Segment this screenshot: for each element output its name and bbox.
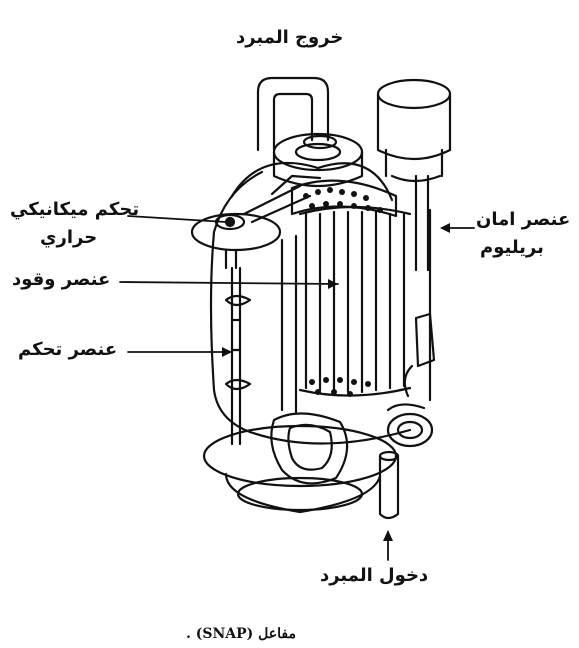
label-thermal-control-line1: تحكم ميكانيكي [10,199,140,220]
label-fuel-element: عنصر وقود [12,269,111,290]
arrowhead-beryllium [440,223,450,233]
arrowhead-fuel-element [328,279,338,289]
lower-grid-plate [309,377,371,397]
caption-period: . [186,626,191,642]
label-coolant-inlet: دخول المبرد [320,565,429,586]
figure-caption: . (SNAP) مفاعل [186,626,296,642]
arrowhead-control-element [222,347,232,357]
reactor-base [204,413,396,512]
caption-name: مفاعل [258,626,296,642]
leader-fuel-element [120,282,338,284]
coolant-outlet-pipe [258,78,336,150]
coolant-inlet-pipe [380,452,398,518]
label-beryllium-line1: عنصر امان [476,209,571,230]
upper-grid-outline [292,181,396,216]
arrowhead-inlet [383,530,393,541]
leader-arrowheads [222,223,450,541]
reactor-top-head [232,134,392,200]
label-coolant-outlet: خروج المبرد [236,27,344,48]
beryllium-cylinder [378,80,450,270]
label-thermal-control-line2: حراري [40,227,98,248]
lower-right-fittings [388,314,434,446]
thermal-control-mechanism [192,176,320,268]
fuel-rod-bundle [300,207,410,396]
control-rod [226,268,250,444]
label-beryllium-line2: بريليوم [480,237,544,258]
leader-thermal-control [128,216,226,222]
caption-code: (SNAP) [195,626,254,642]
label-control-element: عنصر تحكم [18,339,118,360]
